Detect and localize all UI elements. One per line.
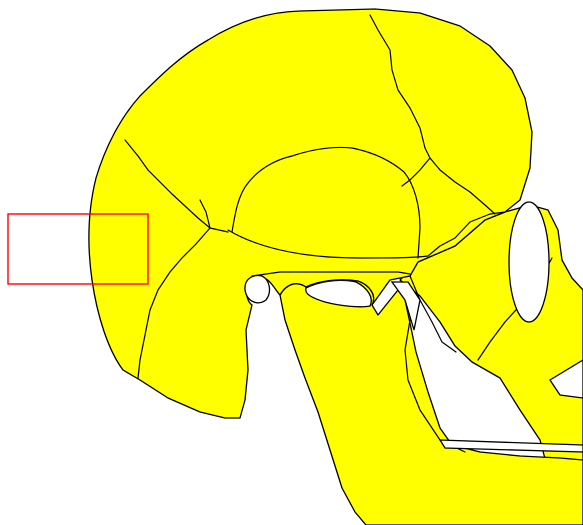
- ear-canal-opening[interactable]: [245, 276, 270, 303]
- eye-socket-opening[interactable]: [509, 202, 549, 322]
